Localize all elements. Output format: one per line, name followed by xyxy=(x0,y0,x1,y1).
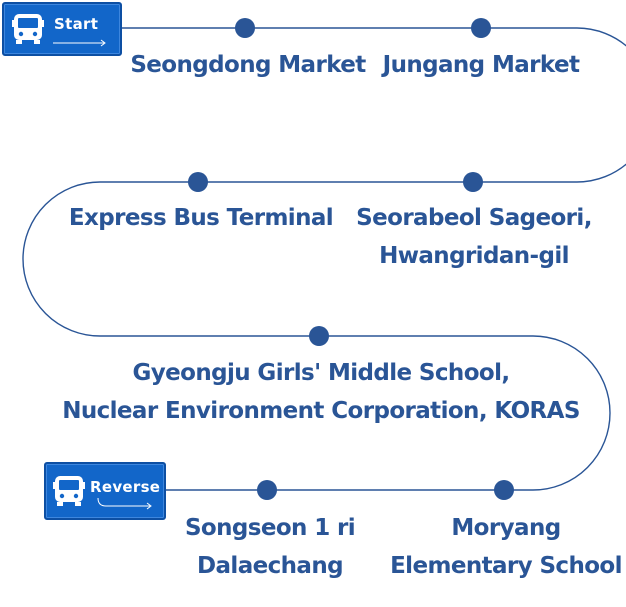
stop-label-gyeongju-girls-middle-school: Gyeongju Girls' Middle School, Nuclear E… xyxy=(62,360,580,424)
arrow-right-icon xyxy=(53,39,106,47)
stop-label-seongdong-market: Seongdong Market xyxy=(130,52,366,78)
stop-dot[interactable] xyxy=(235,18,255,38)
route-line xyxy=(22,27,626,491)
stop-dot[interactable] xyxy=(309,326,329,346)
bus-icon xyxy=(53,476,85,506)
start-badge[interactable]: Start xyxy=(2,2,122,56)
stop-dot[interactable] xyxy=(494,480,514,500)
stop-label-songseon-1-ri: Songseon 1 ri Dalaechang xyxy=(184,515,356,579)
start-label: Start xyxy=(54,15,99,33)
stop-label-express-bus-terminal: Express Bus Terminal xyxy=(68,205,334,231)
stop-label-seorabeol-sageori: Seorabeol Sageori, Hwangridan-gil xyxy=(356,205,592,269)
stop-dot[interactable] xyxy=(188,172,208,192)
stop-dot[interactable] xyxy=(463,172,483,192)
stop-dot[interactable] xyxy=(471,18,491,38)
stop-dot[interactable] xyxy=(257,480,277,500)
bus-icon xyxy=(12,14,44,44)
reverse-badge[interactable]: Reverse xyxy=(44,462,166,520)
reverse-label: Reverse xyxy=(90,478,161,496)
return-arrow-icon xyxy=(97,497,152,510)
stop-label-moryang-elementary-school: Moryang Elementary School xyxy=(390,515,622,579)
stop-label-jungang-market: Jungang Market xyxy=(382,52,580,78)
